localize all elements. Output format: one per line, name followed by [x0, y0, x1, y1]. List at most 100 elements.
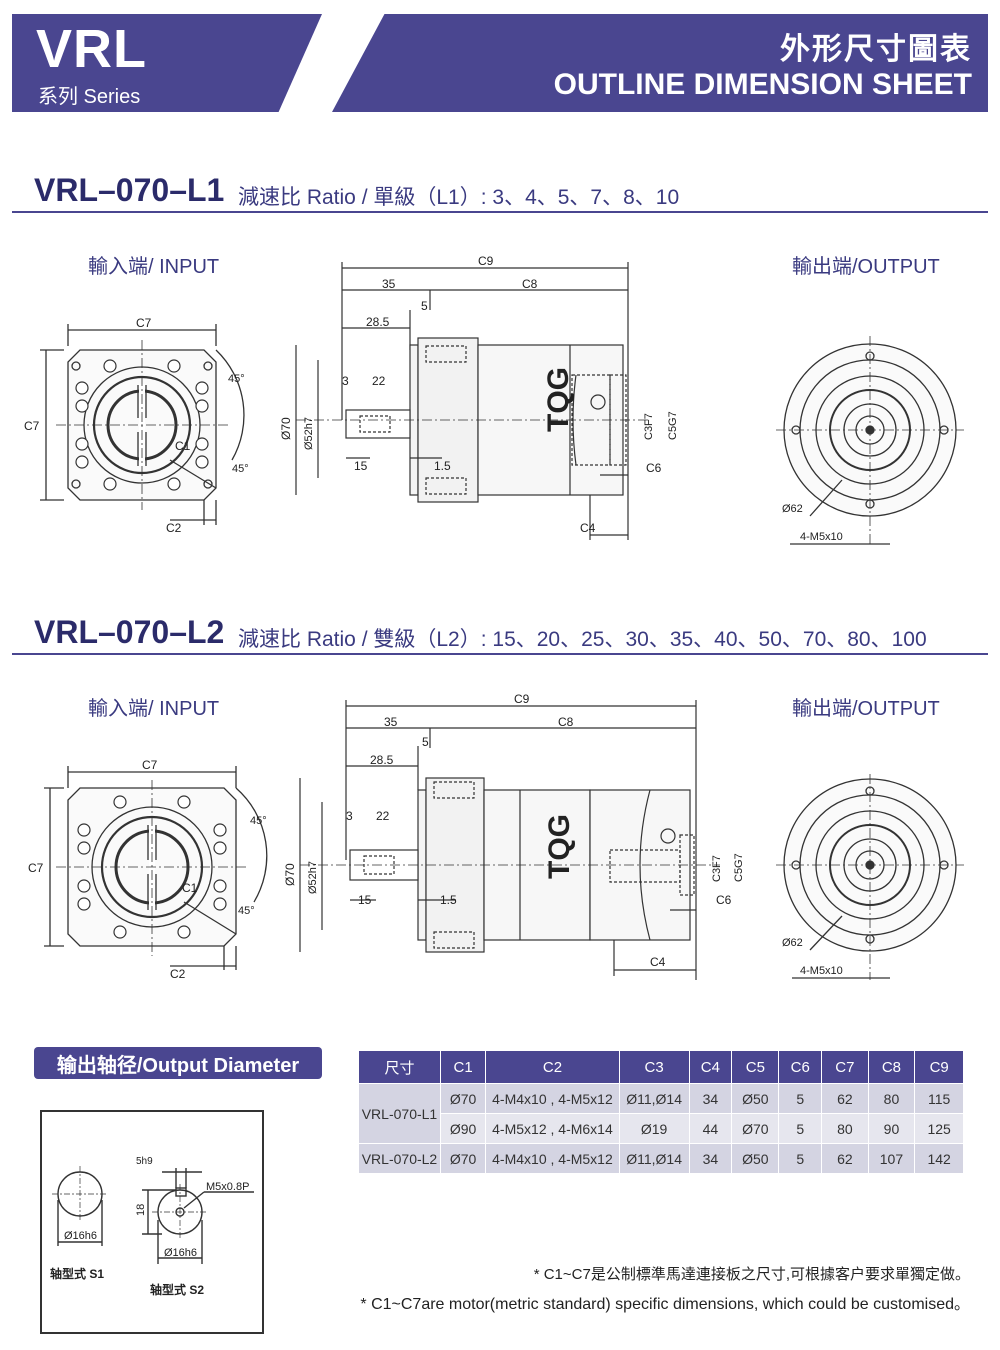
table-cell: 4-M4x10 , 4-M5x12: [485, 1143, 620, 1174]
dim-c5: C5G7: [667, 411, 679, 440]
s2-thread: M5x0.8P: [206, 1181, 249, 1193]
table-cell: 34: [688, 1143, 733, 1174]
table-row: Ø90 4-M5x12 , 4-M6x14 Ø19 44 Ø70 5 80 90…: [359, 1113, 964, 1144]
table-cell: 5: [778, 1083, 823, 1114]
table-cell: Ø70: [731, 1113, 780, 1144]
header-right-banner: [332, 14, 988, 112]
th-c6: C6: [778, 1050, 823, 1084]
table-row: VRL-070-L2 Ø70 4-M4x10 , 4-M5x12 Ø11,Ø14…: [358, 1143, 964, 1174]
dim-d62: Ø62: [782, 937, 803, 949]
table-cell: 107: [867, 1143, 916, 1174]
table-header-row: 尺寸 C1 C2 C3 C4 C5 C6 C7 C8 C9: [358, 1050, 964, 1084]
section1-output-label: 輸出端/OUTPUT: [792, 256, 940, 278]
table-cell: Ø11,Ø14: [618, 1083, 690, 1114]
table-cell: 80: [821, 1113, 869, 1144]
dim-c5: C5G7: [733, 853, 745, 882]
th-c7: C7: [821, 1050, 869, 1084]
section1-ratio: 減速比 Ratio / 單級（L1）: 3、4、5、7、8、10: [238, 186, 680, 209]
header-left-banner: [12, 14, 322, 112]
table-row: VRL-070-L1 Ø70 4-M4x10 , 4-M5x12 Ø11,Ø14…: [358, 1083, 964, 1144]
dim-c3: C3F7: [643, 413, 655, 440]
dim-d52: Ø52h7: [303, 417, 315, 450]
th-c1: C1: [439, 1050, 487, 1084]
dim-22: 22: [372, 374, 386, 388]
table-cell: Ø50: [731, 1083, 780, 1114]
table-cell: 90: [867, 1113, 916, 1144]
sheet-title-cn: 外形尺寸圖表: [780, 33, 972, 66]
dim-c4: C4: [580, 521, 596, 535]
th-c5: C5: [731, 1050, 780, 1084]
table-cell: 142: [914, 1143, 964, 1174]
dim-m5: 4-M5x10: [800, 965, 843, 977]
dim-c1: C1: [175, 439, 191, 453]
dim-c6: C6: [646, 461, 662, 475]
section1-divider: [12, 211, 988, 213]
section2-input-label: 輸入端/ INPUT: [88, 698, 220, 720]
table-cell: 34: [688, 1083, 733, 1114]
sheet-title-en: OUTLINE DIMENSION SHEET: [553, 68, 972, 101]
series-label: 系列 Series: [38, 86, 141, 108]
dim-c1: C1: [182, 881, 198, 895]
table-cell: 115: [914, 1083, 964, 1114]
table-cell: 62: [821, 1083, 869, 1114]
s2-label: 轴型式 S2: [150, 1282, 204, 1297]
dim-c8: C8: [522, 277, 538, 291]
table-cell: 5: [778, 1113, 823, 1144]
dim-m5: 4-M5x10: [800, 531, 843, 543]
table-cell: Ø50: [731, 1143, 780, 1174]
dim-d70: Ø70: [283, 863, 297, 886]
dim-3: 3: [342, 374, 349, 388]
section2-side-drawing: C9 35 C8 5 28.5 3 22 15 1.5 Ø70 Ø52h7 C3…: [283, 692, 745, 980]
section2-ratio: 減速比 Ratio / 雙級（L2）: 15、20、25、30、35、40、50…: [238, 628, 927, 651]
shaft-types-drawing: Ø16h6 轴型式 S1 5h9 M5x0.8P 18 Ø16h6 轴型式 S2: [50, 1156, 254, 1297]
dim-d52: Ø52h7: [307, 861, 319, 894]
table-cell-model: VRL-070-L1: [358, 1083, 441, 1144]
table-cell-model: VRL-070-L2: [358, 1143, 441, 1174]
dim-45-bottom: 45°: [238, 905, 255, 917]
s1-diameter: Ø16h6: [64, 1230, 97, 1242]
dim-c9: C9: [514, 692, 530, 706]
th-size: 尺寸: [358, 1050, 441, 1084]
table-cell: 4-M5x12 , 4-M6x14: [485, 1113, 620, 1144]
table-cell: Ø70: [439, 1083, 487, 1114]
dim-3: 3: [346, 809, 353, 823]
note-cn: * C1~C7是公制標準馬達連接板之尺寸,可根據客户要求單獨定做。: [533, 1266, 970, 1283]
s2-key: 5h9: [136, 1156, 153, 1167]
dimension-table: 尺寸 C1 C2 C3 C4 C5 C6 C7 C8 C9 VRL-070-L1…: [358, 1050, 964, 1174]
table-cell: 62: [821, 1143, 869, 1174]
section2-model: VRL–070–L2: [34, 614, 225, 650]
table-cell: 5: [778, 1143, 823, 1174]
brand-logo: TQG: [542, 367, 575, 432]
output-diameter-badge: 输出轴径/Output Diameter: [34, 1047, 322, 1079]
s2-height: 18: [135, 1204, 147, 1216]
th-c4: C4: [688, 1050, 733, 1084]
dim-d70: Ø70: [280, 417, 293, 440]
table-cell: Ø19: [618, 1113, 690, 1144]
dim-c2: C2: [170, 967, 186, 981]
table-cell: 4-M4x10 , 4-M5x12: [485, 1083, 620, 1114]
dim-1-5: 1.5: [440, 893, 457, 907]
section1-side-drawing: C9 35 C8 5 28.5 3 22 15 1.5 Ø70 Ø52h7 C3…: [280, 254, 679, 540]
dim-22: 22: [376, 809, 390, 823]
dim-15: 15: [354, 459, 368, 473]
table-cell: 44: [688, 1113, 733, 1144]
dim-c4: C4: [650, 955, 666, 969]
dim-35: 35: [384, 715, 398, 729]
section1-input-label: 輸入端/ INPUT: [88, 256, 220, 278]
dim-45-top: 45°: [228, 373, 245, 385]
section2-output-label: 輸出端/OUTPUT: [792, 698, 940, 720]
dim-c7-side: C7: [28, 861, 44, 875]
brand-title: VRL: [36, 19, 147, 79]
dim-1-5: 1.5: [434, 459, 451, 473]
dim-c9: C9: [478, 254, 494, 268]
section1-model: VRL–070–L1: [34, 172, 225, 208]
section1-output-drawing: Ø62 4-M5x10: [776, 336, 964, 545]
output-diameter-box: Ø16h6 轴型式 S1 5h9 M5x0.8P 18 Ø16h6 轴型式 S2: [40, 1110, 264, 1334]
dim-c6: C6: [716, 893, 732, 907]
dim-45-bottom: 45°: [232, 463, 249, 475]
dim-28-5: 28.5: [366, 315, 390, 329]
section2-output-drawing: Ø62 4-M5x10: [776, 774, 964, 980]
dim-5: 5: [421, 299, 428, 313]
dim-c3: C3F7: [711, 855, 723, 882]
s2-diameter: Ø16h6: [164, 1247, 197, 1259]
